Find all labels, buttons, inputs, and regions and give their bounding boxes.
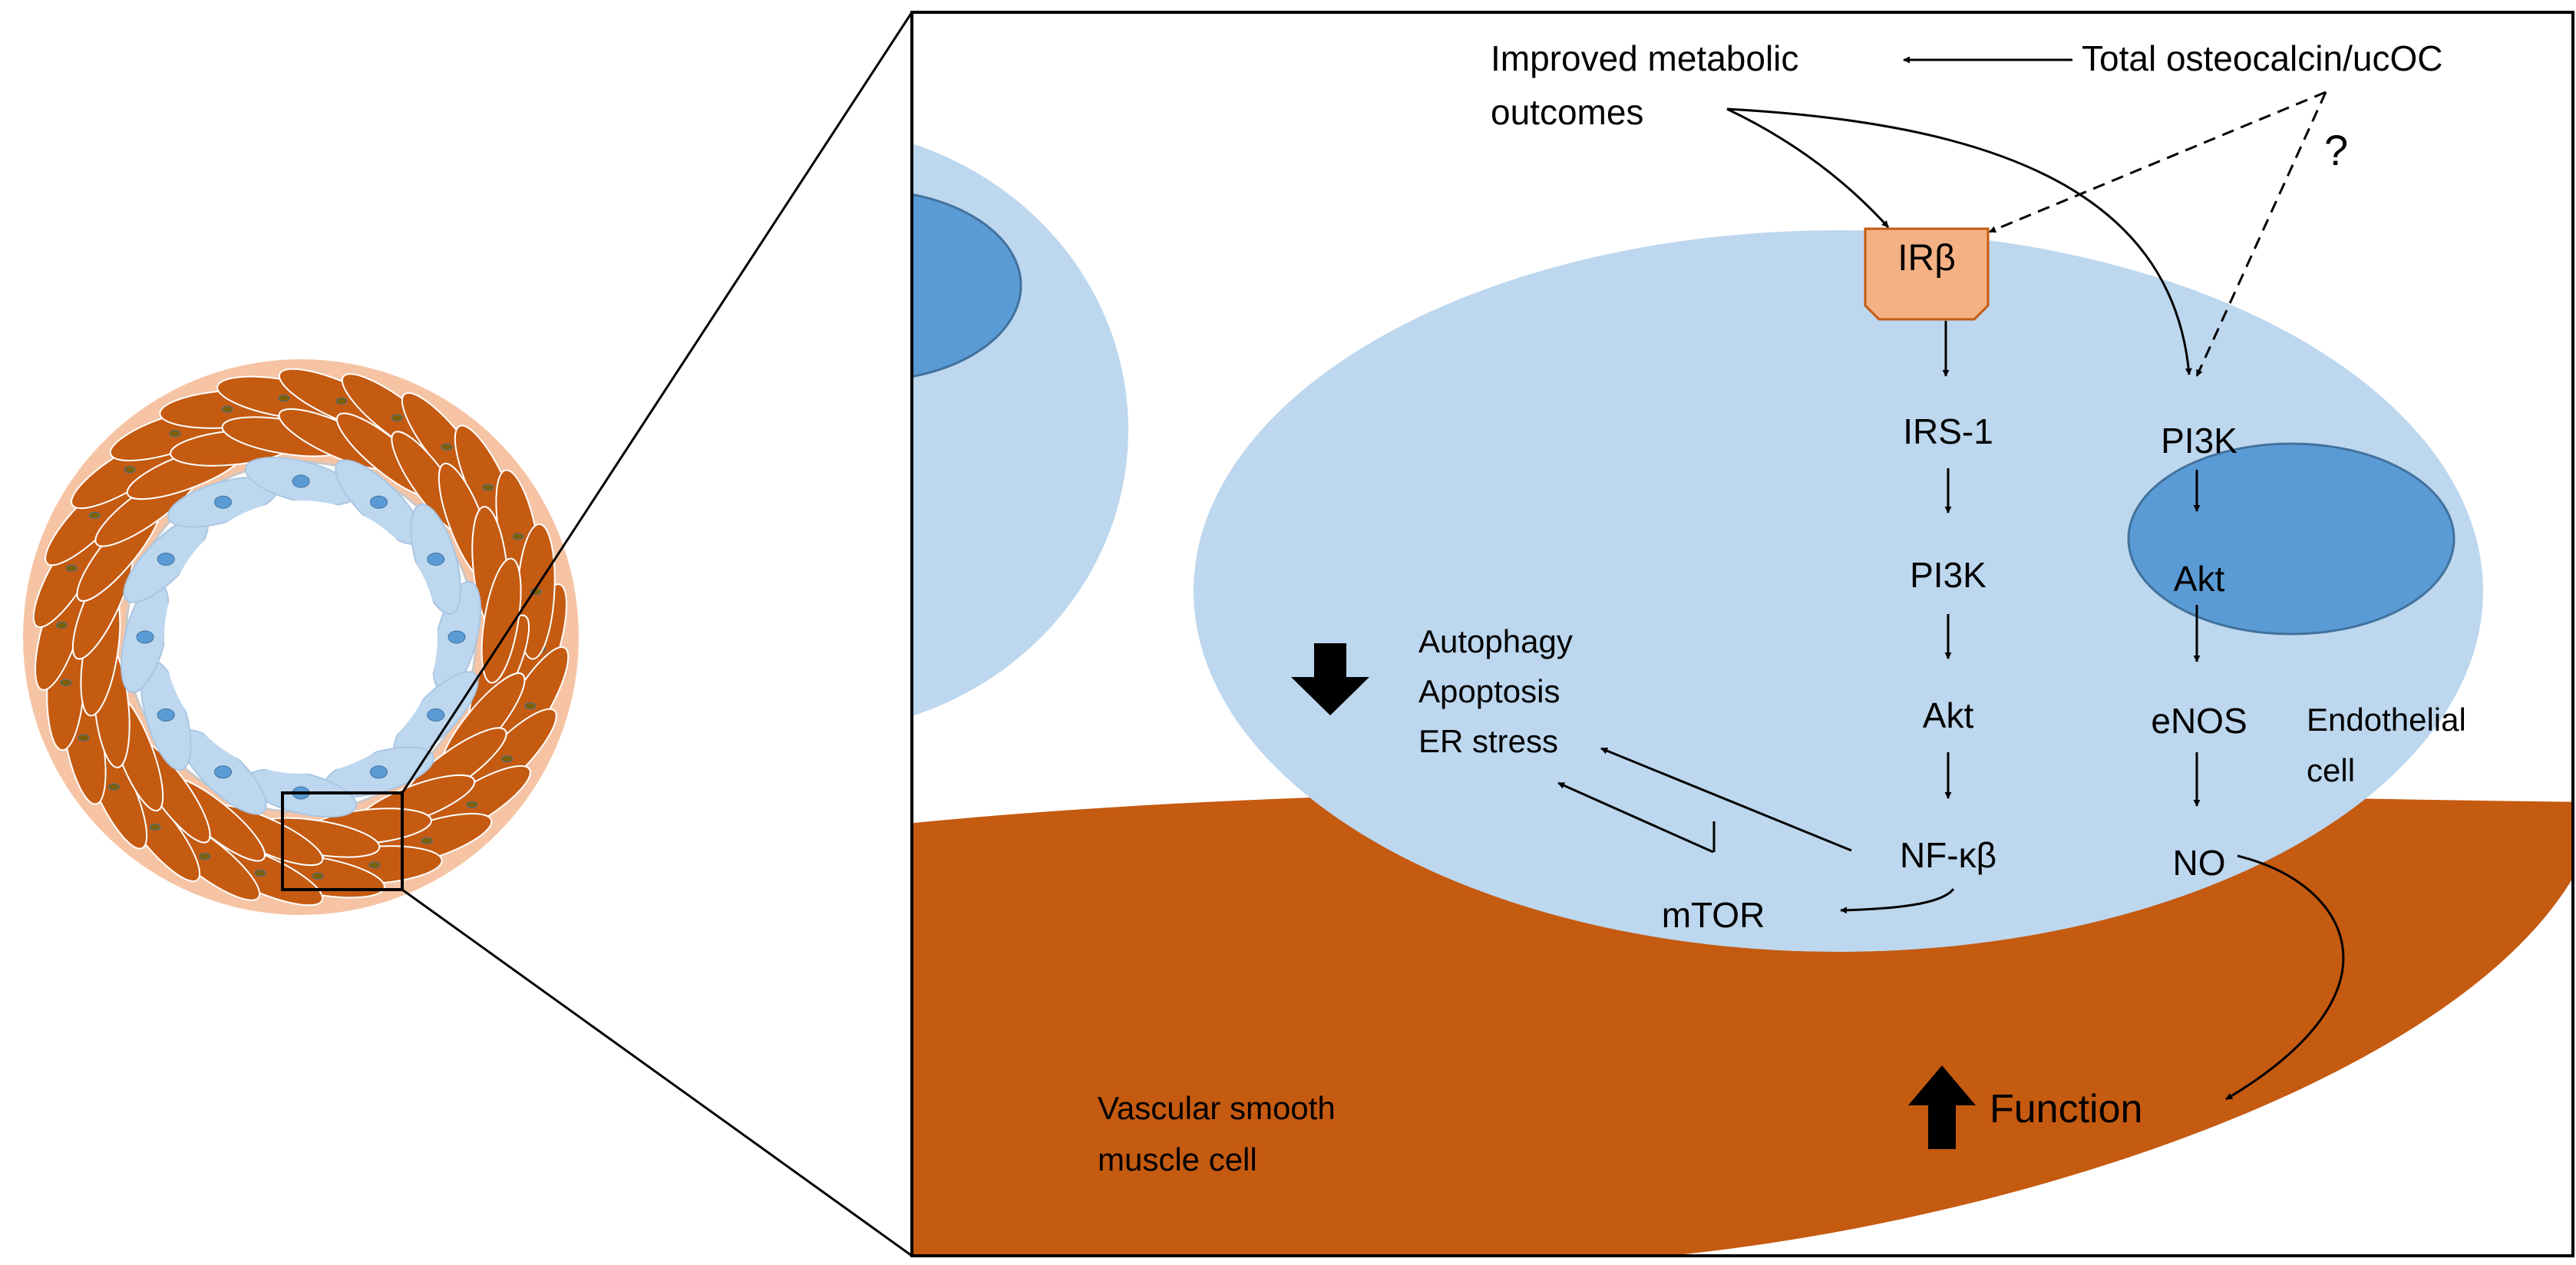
smooth-muscle-cell-nucleus [60, 679, 72, 686]
smooth-muscle-cell-nucleus [335, 398, 348, 405]
endothelial-cell-nucleus [2127, 442, 2455, 636]
smooth-muscle-cell-nucleus [78, 734, 90, 741]
arrow-nfkb-to-mtor [1840, 888, 1955, 914]
smooth-muscle-cell-nucleus [501, 755, 514, 763]
smooth-muscle-cell-nucleus [55, 621, 68, 629]
arrow-improved-to-pi3k-right [1726, 107, 2192, 375]
smooth-muscle-cell-nucleus [421, 837, 433, 844]
endothelial-cell-nucleus [136, 630, 154, 644]
smooth-muscle-cell-nucleus [524, 702, 537, 710]
smooth-muscle-cell [481, 557, 522, 684]
smooth-muscle-cell-nucleus [512, 533, 524, 540]
endothelial-ring [121, 457, 481, 817]
improved-outcomes-label-line1: Improved metabolic [1491, 38, 1798, 78]
endothelial-cell-nucleus [427, 708, 445, 722]
endothelial-cell-label-line1: Endothelial [2307, 702, 2466, 738]
unknown-mechanism-question: ? [2324, 126, 2348, 174]
arrow-nfkb-to-stress [1600, 747, 1852, 852]
smooth-muscle-cell-nucleus [312, 872, 324, 880]
arrow-no-to-function [2225, 854, 2345, 1101]
vascular-smooth-muscle-cell [912, 790, 2573, 1256]
apoptosis-label: Apoptosis [1418, 673, 1560, 709]
mtor-label: mTOR [1662, 895, 1765, 935]
thick-down-arrow-icon [1291, 643, 1369, 715]
smooth-muscle-cell-nucleus [221, 405, 233, 413]
smooth-muscle-inner-ring [71, 408, 530, 867]
nfkb-label: NF-κβ [1900, 835, 1996, 875]
dashed-arrow-oc-to-pi3k-right [2195, 91, 2327, 377]
improved-outcomes-label-line2: outcomes [1491, 92, 1643, 132]
endothelial-cell-nucleus [292, 474, 310, 488]
panel-border [910, 11, 2574, 1257]
arrow-improved-to-irbeta [1726, 107, 1890, 229]
pi3k-right-label: PI3K [2161, 421, 2237, 461]
neighbor-endothelial-cell [912, 144, 1128, 716]
endothelial-cell-nucleus [427, 553, 445, 566]
smooth-muscle-cell-nucleus [149, 824, 161, 831]
smooth-muscle-cell-nucleus [391, 414, 403, 421]
insulin-receptor-beta [1864, 227, 1990, 321]
smooth-muscle-cell-nucleus [124, 466, 136, 474]
no-label: NO [2173, 843, 2226, 883]
vessel-lumen [164, 500, 438, 774]
endothelial-cell-label-line2: cell [2307, 752, 2355, 788]
autophagy-label: Autophagy [1418, 623, 1573, 659]
smooth-muscle-cell-nucleus [466, 801, 478, 808]
smooth-muscle-cell-nucleus [254, 870, 266, 877]
irs1-label: IRS-1 [1903, 411, 1993, 451]
arrow-mtor-to-stress [1557, 781, 1714, 854]
function-label: Function [1990, 1087, 2142, 1131]
er-stress-label: ER stress [1418, 723, 1558, 759]
vsmc-label-line2: muscle cell [1098, 1141, 1257, 1177]
smooth-muscle-cell-nucleus [107, 783, 120, 791]
ir-beta-label: IRβ [1897, 238, 1956, 279]
endothelial-cell-nucleus [157, 553, 175, 566]
smooth-muscle-cell-nucleus [65, 564, 78, 572]
smooth-muscle-cell-nucleus [88, 511, 101, 519]
smooth-muscle-cell-nucleus [368, 861, 381, 869]
akt-left-label: Akt [1923, 695, 1974, 735]
endothelial-cell-nucleus [447, 630, 466, 644]
endothelial-cell-nucleus [214, 765, 232, 779]
zoom-line-top [401, 12, 913, 794]
endothelial-cell [1194, 230, 2483, 952]
smooth-muscle-cell-nucleus [169, 430, 181, 438]
endothelial-cell-nucleus [157, 708, 175, 722]
vsmc-label-line1: Vascular smooth [1098, 1090, 1336, 1126]
akt-right-label: Akt [2174, 559, 2225, 599]
vessel-cross-section [23, 12, 913, 1257]
zoom-region-box [281, 791, 404, 891]
smooth-muscle-cell-nucleus [482, 484, 494, 491]
pi3k-left-label: PI3K [1910, 555, 1986, 595]
endothelial-cell-nucleus [370, 765, 388, 779]
neighbor-cell-nucleus [912, 193, 1022, 378]
enos-label: eNOS [2151, 701, 2247, 741]
endothelial-cell-nucleus [214, 495, 232, 509]
dashed-arrow-oc-to-irbeta [1989, 91, 2327, 233]
total-osteocalcin-label: Total osteocalcin/ucOC [2082, 38, 2442, 78]
smooth-muscle-cell-nucleus [441, 443, 453, 451]
magnified-panel: Improved metabolic outcomes Total osteoc… [910, 11, 2574, 1257]
thick-up-arrow-icon [1908, 1065, 1976, 1149]
smooth-muscle-cell-nucleus [199, 853, 211, 860]
zoom-line-bottom [401, 888, 913, 1257]
endothelial-cell-nucleus [370, 495, 388, 509]
smooth-muscle-cell-nucleus [278, 395, 290, 402]
